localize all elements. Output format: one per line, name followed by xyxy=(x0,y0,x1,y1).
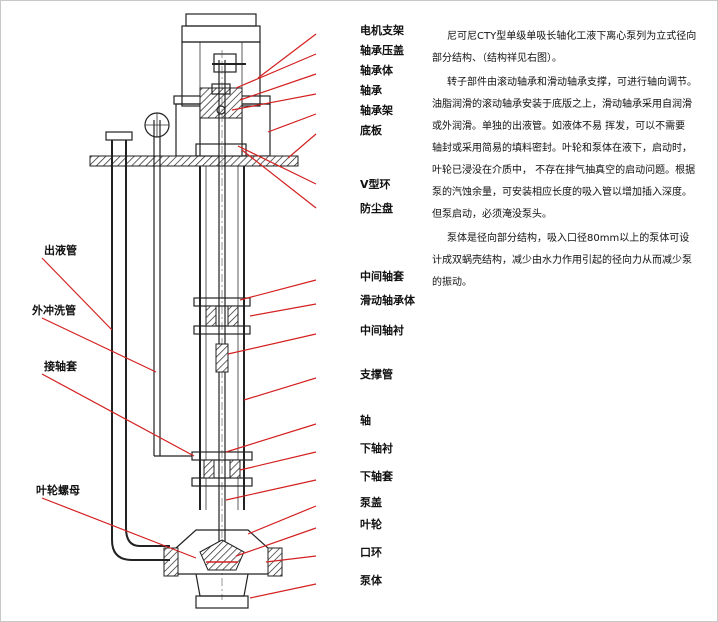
label-bearing: 轴承 xyxy=(360,83,383,97)
label-middle-bushing: 中间轴衬 xyxy=(360,323,404,337)
label-middle-shaft-sleeve: 中间轴套 xyxy=(360,269,405,283)
label-pump-body: 泵体 xyxy=(360,573,383,587)
pump-head xyxy=(163,529,283,609)
label-lower-shaft-sleeve: 下轴套 xyxy=(360,469,394,483)
external-flush-pipe xyxy=(144,112,192,457)
label-bearing-gland: 轴承压盖 xyxy=(360,43,404,57)
label-outlet-pipe: 出液管 xyxy=(44,243,77,257)
label-base-plate: 底板 xyxy=(360,123,383,137)
label-shaft: 轴 xyxy=(360,413,371,427)
label-impeller-nut: 叶轮螺母 xyxy=(36,483,80,497)
label-external-flush-pipe: 外冲洗管 xyxy=(31,303,76,317)
label-support-pipe: 支撑管 xyxy=(359,367,393,381)
label-lower-bushing: 下轴衬 xyxy=(360,441,393,455)
label-motor-bracket: 电机支架 xyxy=(360,23,404,37)
base-plate xyxy=(89,155,299,167)
shaft xyxy=(218,50,226,600)
label-pump-cover: 泵盖 xyxy=(360,495,382,509)
label-dust-plate: 防尘盘 xyxy=(360,201,393,215)
label-bearing-frame: 轴承架 xyxy=(360,103,393,117)
leader-lines-left xyxy=(41,257,197,559)
description-paragraph-3: 泵体是径向部分结构，吸入口径80mm以上的泵体可设计成双蜗壳结构，减少由水力作用… xyxy=(432,233,692,288)
label-shaft-coupling-sleeve: 接轴套 xyxy=(44,359,78,373)
description-text: 尼可尼CTY型单级单吸长轴化工液下离心泵列为立式径向部分结构、（结构祥见右图）。… xyxy=(432,26,698,296)
label-bearing-body: 轴承体 xyxy=(360,63,394,77)
label-v-ring: V型环 xyxy=(360,177,391,191)
outlet-pipe xyxy=(105,131,170,561)
support-pipe xyxy=(199,166,245,510)
leader-lines xyxy=(225,33,317,599)
label-impeller: 叶轮 xyxy=(360,517,382,531)
label-sliding-bearing-body: 滑动轴承体 xyxy=(360,293,416,307)
lower-sliding-bearing xyxy=(191,451,253,487)
description-paragraph-2: 转子部件由滚动轴承和滑动轴承支撑，可进行轴向调节。 油脂润滑的滚动轴承安装于底版… xyxy=(432,77,697,220)
middle-sliding-bearing xyxy=(193,297,251,373)
label-mouth-ring: 口环 xyxy=(360,546,382,559)
description-paragraph-1: 尼可尼CTY型单级单吸长轴化工液下离心泵列为立式径向部分结构、（结构祥见右图）。 xyxy=(432,31,697,64)
